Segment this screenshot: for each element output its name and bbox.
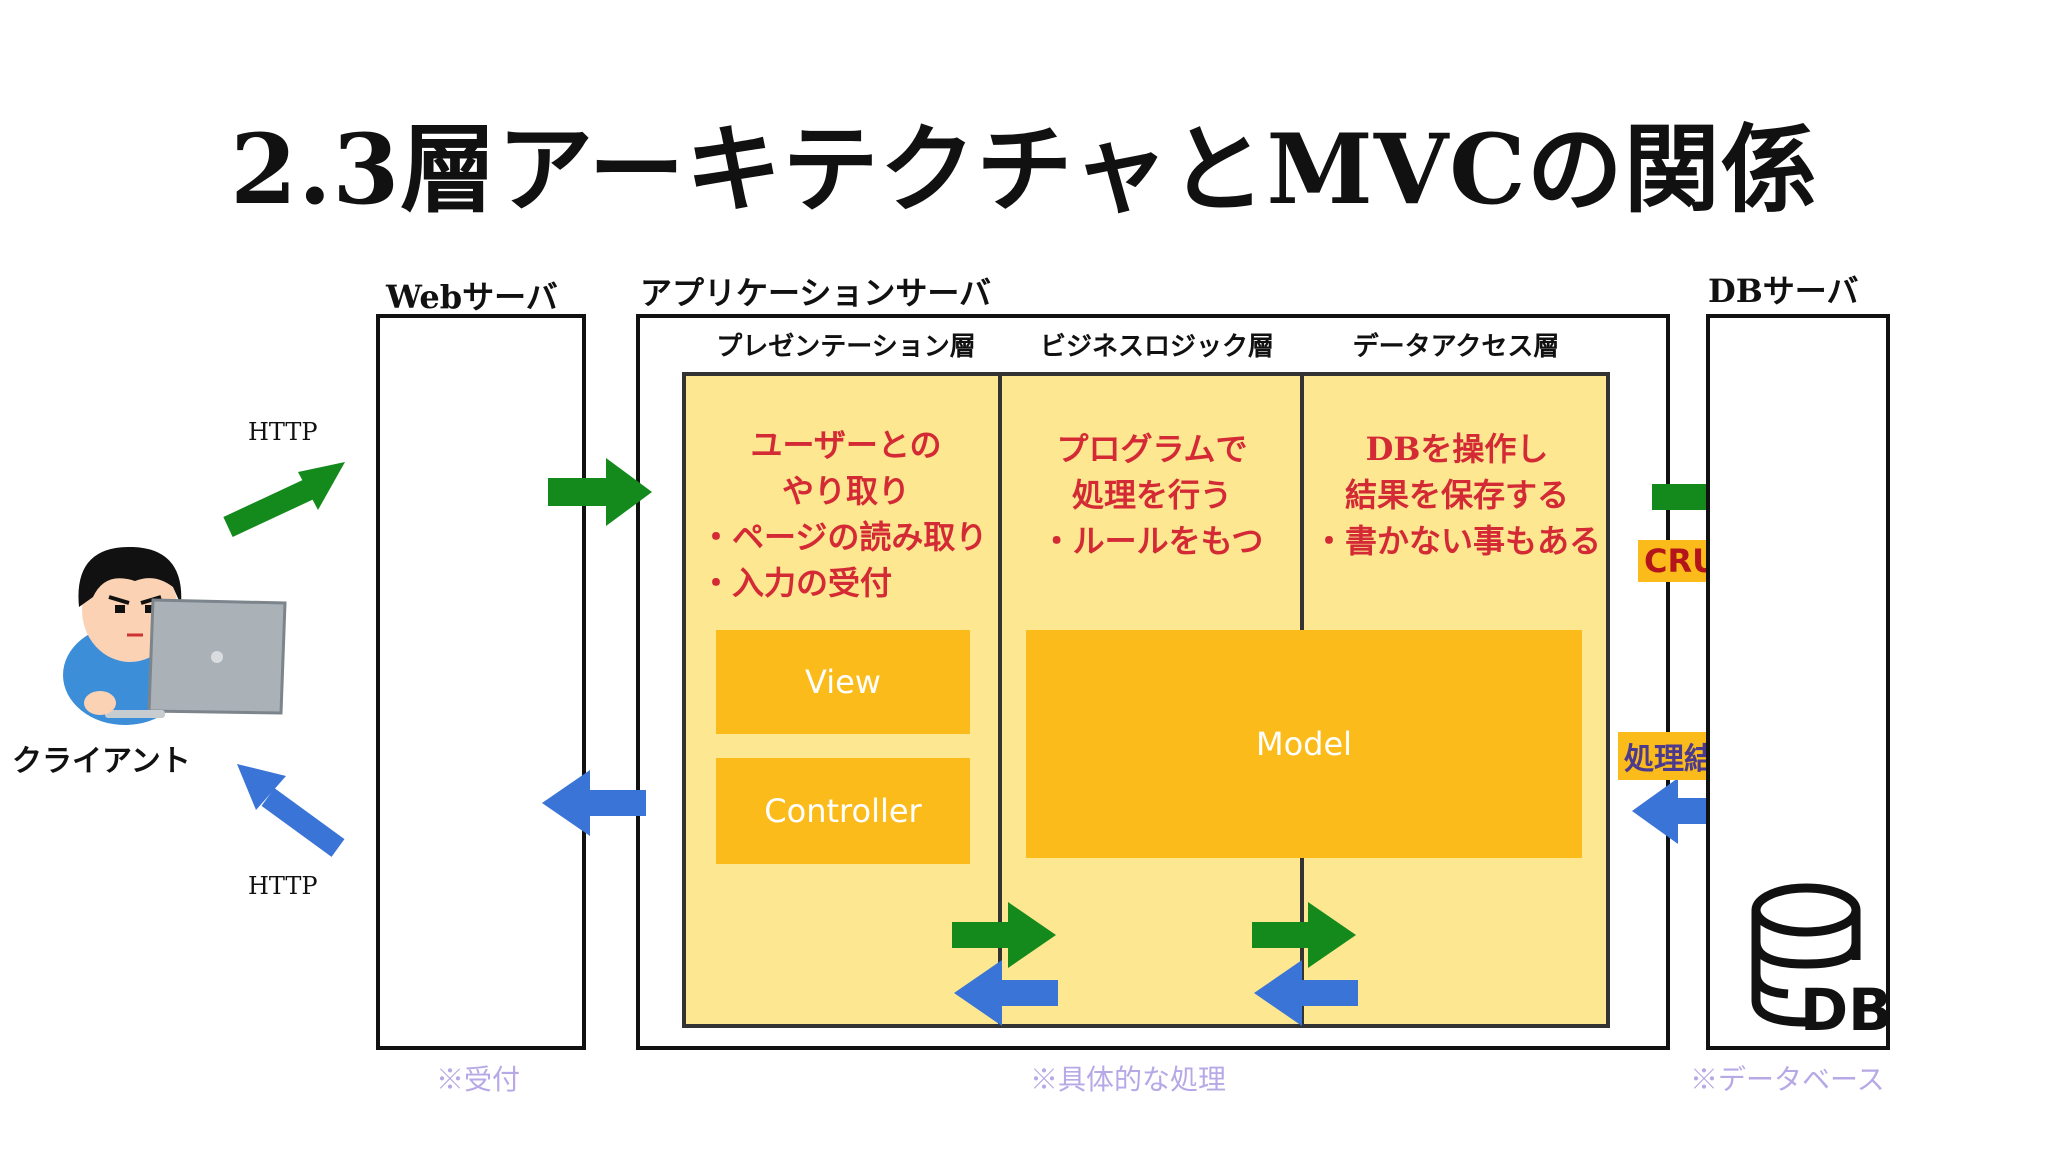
http-response-label: HTTP	[248, 872, 318, 900]
layer-header-data-access: データアクセス層	[1352, 332, 1560, 362]
desc-line: プログラムで	[1056, 430, 1248, 468]
client-illustration	[45, 535, 295, 725]
desc-line: 処理を行う	[1071, 476, 1232, 514]
web-server-label: Webサーバ	[386, 278, 558, 316]
desc-line: ・ページの読み取り	[700, 518, 988, 556]
client-label: クライアント	[12, 744, 191, 779]
http-request-label: HTTP	[248, 418, 318, 446]
person-at-laptop-icon	[63, 546, 287, 725]
db-server-note: ※データベース	[1690, 1063, 1885, 1096]
business-desc: プログラムで 処理を行う ・ルールをもつ	[1002, 426, 1302, 564]
model-component: Model	[1026, 630, 1582, 858]
app-server-note: ※具体的な処理	[1030, 1063, 1227, 1096]
data-access-desc: DBを操作し 結果を保存する ・書かない事もある	[1304, 426, 1610, 564]
database-cylinder-icon	[1751, 883, 1861, 1027]
desc-line: DBを操作し	[1365, 430, 1549, 468]
desc-line: 結果を保存する	[1344, 476, 1569, 514]
desc-line: ・ルールをもつ	[1040, 522, 1264, 560]
layer-header-business: ビジネスロジック層	[1039, 332, 1274, 362]
presentation-desc: ユーザーとの やり取り ・ページの読み取り ・入力の受付	[686, 422, 1006, 606]
web-server-note: ※受付	[436, 1063, 521, 1096]
controller-component: Controller	[716, 758, 970, 864]
database-icon	[1748, 880, 1888, 1040]
web-server-box	[376, 314, 586, 1050]
desc-line: やり取り	[781, 472, 910, 510]
desc-line: ユーザーとの	[750, 426, 942, 464]
db-server-label: DBサーバ	[1708, 272, 1859, 310]
app-server-label: アプリケーションサーバ	[640, 274, 992, 312]
desc-line: ・入力の受付	[700, 564, 893, 602]
layer-header-presentation: プレゼンテーション層	[716, 332, 976, 362]
view-component: View	[716, 630, 970, 734]
page-title: 2.3層アーキテクチャとMVCの関係	[230, 113, 1818, 226]
db-icon-text: DB	[1800, 976, 1893, 1044]
desc-line: ・書かない事もある	[1312, 522, 1601, 560]
